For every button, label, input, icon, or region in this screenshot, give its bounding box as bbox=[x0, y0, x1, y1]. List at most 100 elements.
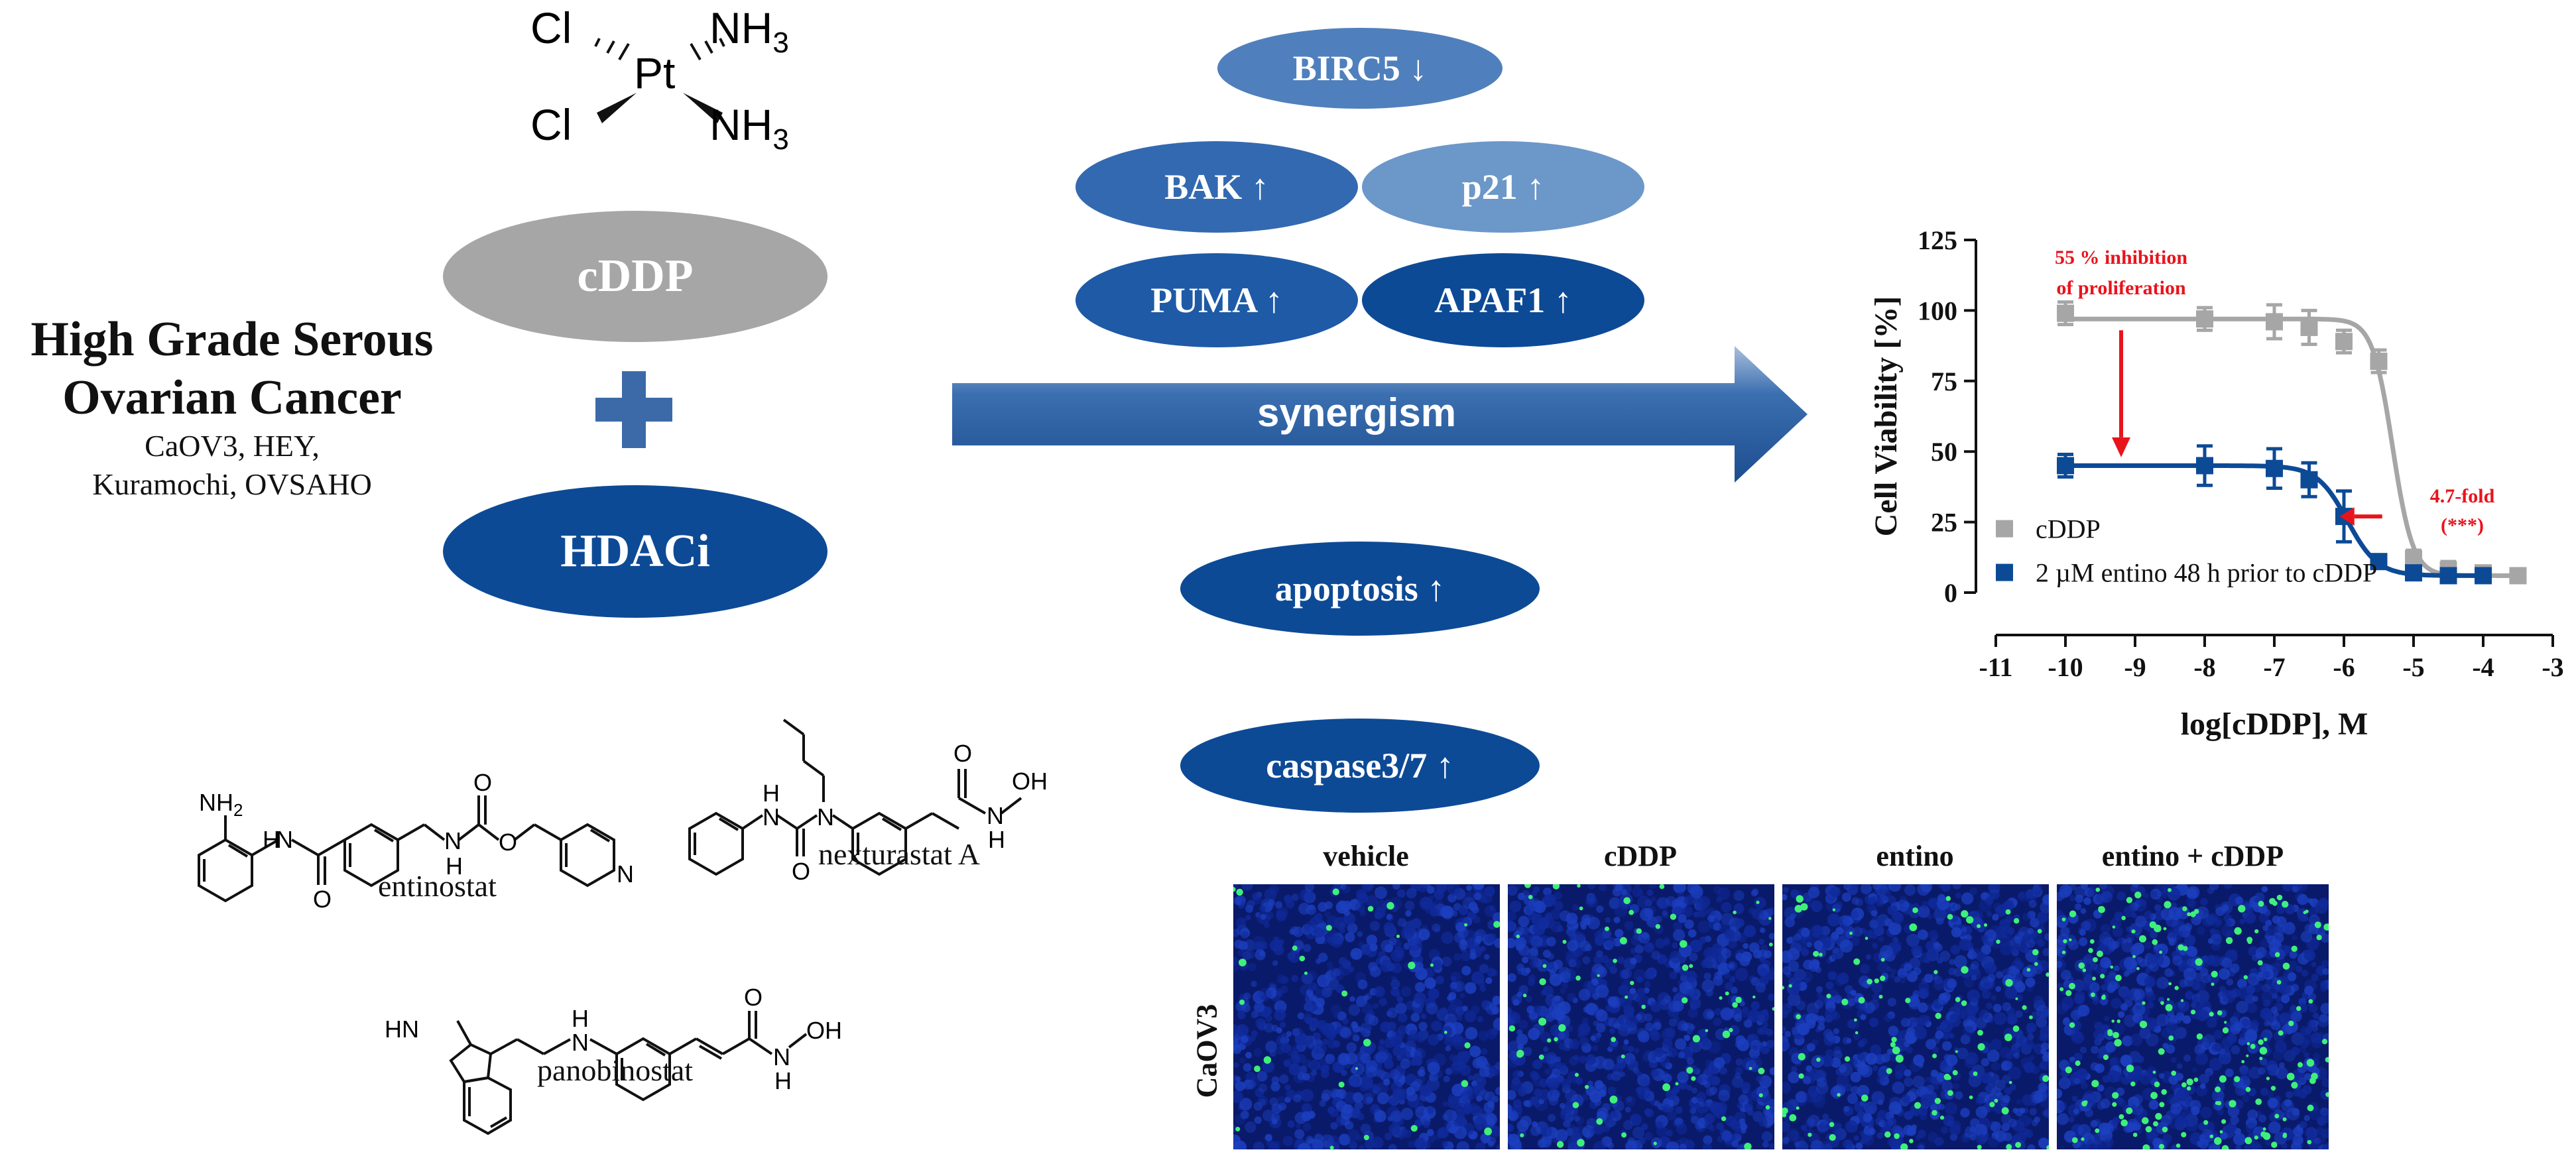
nucleus-dot bbox=[1530, 1096, 1539, 1105]
apoptotic-cell-dot bbox=[2158, 1048, 2165, 1055]
nucleus-dot bbox=[1427, 1061, 1440, 1074]
nucleus-dot bbox=[2075, 894, 2084, 903]
nucleus-dot bbox=[1579, 920, 1587, 927]
nucleus-dot bbox=[1764, 908, 1773, 917]
nucleus-dot bbox=[1889, 999, 1896, 1006]
apoptotic-cell-dot bbox=[1464, 923, 1468, 927]
nucleus-dot bbox=[1653, 1021, 1662, 1031]
nucleus-dot bbox=[1931, 937, 1937, 944]
data-point-series-0 bbox=[2509, 567, 2527, 585]
nucleus-dot bbox=[1533, 900, 1546, 913]
apoptotic-cell-dot bbox=[1484, 1128, 1492, 1135]
nucleus-dot bbox=[1239, 941, 1249, 951]
nucleus-dot bbox=[1618, 984, 1629, 996]
nucleus-dot bbox=[1613, 917, 1621, 923]
nucleus-dot bbox=[1532, 923, 1546, 936]
nucleus-dot bbox=[2010, 1084, 2016, 1091]
nucleus-dot bbox=[2080, 907, 2087, 914]
apoptotic-cell-dot bbox=[1758, 1067, 1765, 1074]
nucleus-dot bbox=[1453, 1033, 1463, 1043]
nucleus-dot bbox=[1941, 979, 1947, 985]
image-cddp bbox=[1508, 884, 1774, 1149]
panobinostat-structure: HN N H O N H OH panobinostat bbox=[371, 928, 862, 1147]
nucleus-dot bbox=[2262, 925, 2269, 931]
nucleus-dot bbox=[1363, 994, 1369, 1001]
apoptotic-cell-dot bbox=[1239, 958, 1247, 966]
nucleus-dot bbox=[1948, 967, 1957, 976]
nucleus-dot bbox=[1510, 1014, 1518, 1021]
apoptotic-cell-dot bbox=[2091, 992, 2095, 998]
nucleus-dot bbox=[1884, 1014, 1892, 1022]
nucleus-dot bbox=[2209, 884, 2219, 891]
nucleus-dot bbox=[1833, 1028, 1840, 1035]
apoptotic-cell-dot bbox=[2153, 1121, 2158, 1127]
nucleus-dot bbox=[1243, 1079, 1253, 1090]
apoptotic-cell-dot bbox=[1890, 1042, 1896, 1047]
nucleus-dot bbox=[1384, 1132, 1392, 1141]
nucleus-dot bbox=[1548, 1114, 1556, 1122]
bak-label: BAK ↑ bbox=[1164, 167, 1269, 207]
nucleus-dot bbox=[1447, 995, 1453, 1001]
nucleus-dot bbox=[2057, 933, 2069, 946]
apoptotic-cell-dot bbox=[2088, 948, 2093, 953]
apoptotic-cell-dot bbox=[2100, 974, 2105, 979]
nucleus-dot bbox=[1461, 966, 1471, 976]
apoptotic-cell-dot bbox=[2114, 1039, 2122, 1047]
nucleus-dot bbox=[1986, 911, 1993, 917]
nucleus-dot bbox=[1822, 1114, 1829, 1120]
nucleus-dot bbox=[1357, 979, 1368, 990]
nucleus-dot bbox=[1366, 1096, 1373, 1104]
nucleus-dot bbox=[1740, 1123, 1748, 1131]
nucleus-dot bbox=[1614, 903, 1628, 917]
nucleus-dot bbox=[2061, 970, 2071, 980]
nucleus-dot bbox=[1578, 988, 1591, 1001]
nucleus-dot bbox=[2185, 1118, 2199, 1132]
apoptotic-cell-dot bbox=[1849, 931, 1853, 935]
nucleus-dot bbox=[2038, 1033, 2046, 1041]
nucleus-dot bbox=[1616, 1059, 1626, 1069]
nucleus-dot bbox=[2226, 978, 2233, 986]
nucleus-dot bbox=[1791, 1066, 1798, 1073]
nucleus-dot bbox=[2136, 1005, 2142, 1010]
x-tick-label: -10 bbox=[2048, 652, 2083, 682]
nucleus-dot bbox=[1271, 1112, 1280, 1122]
nucleus-dot bbox=[1555, 1063, 1561, 1069]
nucleus-dot bbox=[1254, 1002, 1265, 1013]
nucleus-dot bbox=[2321, 1077, 2329, 1088]
nucleus-dot bbox=[1516, 1120, 1529, 1132]
nucleus-dot bbox=[1839, 1064, 1847, 1073]
nucleus-dot bbox=[1933, 942, 1941, 949]
nucleus-dot bbox=[1640, 1078, 1650, 1088]
nucleus-dot bbox=[2075, 904, 2081, 910]
nucleus-dot bbox=[2304, 986, 2314, 996]
nucleus-dot bbox=[2097, 1084, 2105, 1092]
nucleus-dot bbox=[1939, 1019, 1953, 1033]
nucleus-dot bbox=[1813, 925, 1823, 936]
apoptotic-cell-dot bbox=[2126, 897, 2133, 903]
apoptotic-cell-dot bbox=[2145, 1126, 2152, 1133]
nucleus-dot bbox=[2058, 1077, 2071, 1090]
nucleus-dot bbox=[2221, 957, 2233, 968]
apoptotic-cell-dot bbox=[1596, 1118, 1603, 1125]
nucleus-dot bbox=[1473, 892, 1482, 901]
nucleus-dot bbox=[2292, 935, 2298, 941]
x-tick-label: -8 bbox=[2193, 652, 2215, 682]
nucleus-dot bbox=[1808, 1123, 1813, 1129]
apoptotic-cell-dot bbox=[2069, 1022, 2075, 1028]
nucleus-dot bbox=[1634, 1048, 1640, 1054]
y-axis-label: Cell Viability [%] bbox=[1869, 296, 1904, 537]
nucleus-dot bbox=[1792, 982, 1801, 991]
apoptotic-cell-dot bbox=[1832, 908, 1836, 911]
nucleus-dot bbox=[1738, 1094, 1748, 1105]
image-col-cddp: cDDP bbox=[1604, 840, 1677, 872]
nucleus-dot bbox=[1859, 927, 1866, 934]
apoptotic-cell-dot bbox=[2161, 1089, 2167, 1095]
nucleus-dot bbox=[1747, 1034, 1755, 1042]
nucleus-dot bbox=[1984, 962, 1997, 975]
nucleus-dot bbox=[2128, 1096, 2140, 1108]
apoptotic-cell-dot bbox=[2059, 987, 2064, 992]
nucleus-dot bbox=[1849, 1058, 1858, 1066]
nucleus-dot bbox=[1620, 1071, 1626, 1077]
nucleus-dot bbox=[1442, 1101, 1449, 1107]
nucleus-dot bbox=[1405, 910, 1412, 917]
